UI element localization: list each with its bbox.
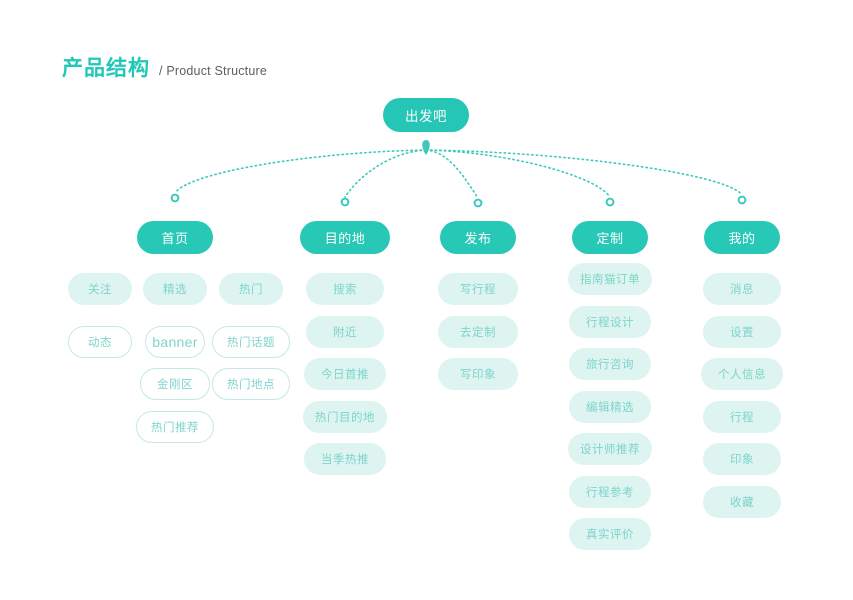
connector-to-首页 — [174, 149, 427, 194]
node-label: 旅行咨询 — [586, 359, 634, 371]
leaf-node-指南猫订单[interactable]: 指南猫订单 — [568, 263, 652, 295]
leaf-node-动态[interactable]: 动态 — [68, 326, 132, 358]
leaf-node-当季热推[interactable]: 当季热推 — [304, 443, 386, 475]
node-label: 写行程 — [460, 284, 496, 296]
leaf-node-行程[interactable]: 行程 — [703, 401, 781, 433]
connector-to-我的 — [425, 149, 743, 196]
leaf-node-精选[interactable]: 精选 — [143, 273, 207, 305]
branch-node-定制[interactable]: 定制 — [572, 220, 648, 254]
node-label: 印象 — [730, 454, 754, 466]
node-label: 首页 — [161, 230, 189, 246]
leaf-node-热门目的地[interactable]: 热门目的地 — [303, 401, 387, 433]
node-label: 编辑精选 — [586, 402, 634, 414]
branch-node-我的[interactable]: 我的 — [704, 220, 780, 254]
node-label: 指南猫订单 — [580, 274, 640, 286]
node-label: 金刚区 — [157, 379, 193, 391]
connector-to-目的地 — [344, 149, 427, 198]
leaf-node-去定制[interactable]: 去定制 — [438, 316, 518, 348]
node-label: 热门地点 — [227, 379, 275, 391]
leaf-node-热门[interactable]: 热门 — [219, 273, 283, 305]
leaf-node-个人信息[interactable]: 个人信息 — [701, 358, 783, 390]
node-label: 出发吧 — [405, 109, 447, 124]
leaf-node-写印象[interactable]: 写印象 — [438, 358, 518, 390]
leaf-node-今日首推[interactable]: 今日首推 — [304, 358, 386, 390]
leaf-node-搜索[interactable]: 搜索 — [306, 273, 384, 305]
node-label: 设置 — [730, 327, 754, 339]
leaf-node-banner[interactable]: banner — [145, 326, 205, 358]
node-label: 热门话题 — [227, 337, 275, 349]
connector-to-定制 — [425, 149, 611, 198]
node-label: 精选 — [163, 284, 187, 296]
node-label: 消息 — [730, 284, 754, 296]
page-header: 产品结构 / Product Structure — [62, 52, 267, 82]
node-label: 热门推荐 — [151, 422, 199, 434]
leaf-node-编辑精选[interactable]: 编辑精选 — [569, 391, 651, 423]
node-label: 行程 — [730, 412, 754, 424]
leaf-node-写行程[interactable]: 写行程 — [438, 273, 518, 305]
leaf-node-设计师推荐[interactable]: 设计师推荐 — [568, 433, 652, 465]
leaf-node-金刚区[interactable]: 金刚区 — [140, 368, 210, 400]
connector-marker-发布 — [473, 198, 483, 208]
leaf-node-热门话题[interactable]: 热门话题 — [212, 326, 290, 358]
node-label: 附近 — [333, 327, 357, 339]
node-label: 今日首推 — [321, 369, 369, 381]
node-label: 当季热推 — [321, 454, 369, 466]
connector-to-发布 — [425, 149, 479, 199]
leaf-node-热门推荐[interactable]: 热门推荐 — [136, 411, 214, 443]
node-label: 搜索 — [333, 284, 357, 296]
node-label: 热门 — [239, 284, 263, 296]
leaf-node-行程参考[interactable]: 行程参考 — [569, 476, 651, 508]
connector-marker-定制 — [605, 197, 615, 207]
node-label: 定制 — [596, 230, 624, 246]
node-label: 设计师推荐 — [580, 444, 640, 456]
branch-node-首页[interactable]: 首页 — [137, 220, 213, 254]
root-node-出发吧[interactable]: 出发吧 — [383, 98, 469, 132]
branch-node-发布[interactable]: 发布 — [440, 220, 516, 254]
leaf-node-设置[interactable]: 设置 — [703, 316, 781, 348]
node-label: 个人信息 — [718, 369, 766, 381]
node-label: 我的 — [728, 230, 756, 246]
leaf-node-热门地点[interactable]: 热门地点 — [212, 368, 290, 400]
node-label: 写印象 — [460, 369, 496, 381]
node-label: 关注 — [88, 284, 112, 296]
leaf-node-收藏[interactable]: 收藏 — [703, 486, 781, 518]
node-label: 行程参考 — [586, 487, 634, 499]
leaf-node-旅行咨询[interactable]: 旅行咨询 — [569, 348, 651, 380]
connector-marker-我的 — [737, 195, 747, 205]
node-label: 行程设计 — [586, 317, 634, 329]
node-label: 发布 — [464, 230, 492, 246]
page-subtitle: / Product Structure — [159, 64, 268, 78]
node-label: 收藏 — [730, 497, 754, 509]
node-label: banner — [152, 334, 198, 350]
leaf-node-关注[interactable]: 关注 — [68, 273, 132, 305]
leaf-node-印象[interactable]: 印象 — [703, 443, 781, 475]
branch-node-目的地[interactable]: 目的地 — [300, 220, 390, 254]
node-label: 真实评价 — [586, 529, 634, 541]
node-label: 动态 — [88, 337, 112, 349]
node-label: 目的地 — [324, 230, 366, 246]
connector-marker-目的地 — [340, 197, 350, 207]
leaf-node-附近[interactable]: 附近 — [306, 316, 384, 348]
node-label: 热门目的地 — [315, 412, 375, 424]
page-title: 产品结构 — [62, 57, 150, 80]
leaf-node-真实评价[interactable]: 真实评价 — [569, 518, 651, 550]
root-hub-pin — [422, 140, 430, 155]
leaf-node-行程设计[interactable]: 行程设计 — [569, 306, 651, 338]
node-label: 去定制 — [460, 327, 496, 339]
connector-marker-首页 — [170, 193, 180, 203]
leaf-node-消息[interactable]: 消息 — [703, 273, 781, 305]
